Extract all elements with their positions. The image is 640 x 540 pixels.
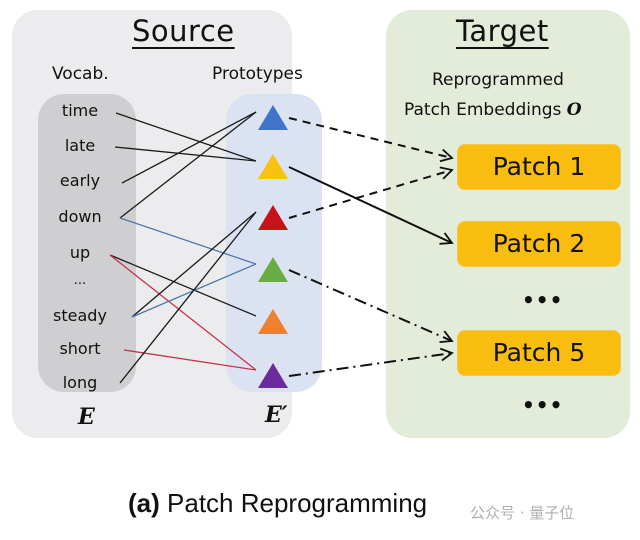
vocab-prototype-link	[109, 254, 257, 371]
patch-ellipsis: •••	[522, 393, 564, 417]
vocab-word: steady	[53, 306, 107, 325]
vocab-prototype-link	[115, 112, 257, 162]
vocab-prototype-link	[121, 111, 257, 184]
prototype-patch-arrow	[288, 269, 454, 344]
vocab-word: late	[64, 136, 96, 155]
vocab-prototype-link	[119, 217, 257, 265]
watermark: 公众号 · 量子位	[470, 504, 575, 522]
patch-ellipsis: •••	[522, 288, 564, 312]
prototype-triangle-purple	[258, 363, 288, 388]
vocab-prototype-link	[123, 349, 257, 371]
vocab-prototype-link	[109, 254, 257, 317]
vocab-prototype-link	[114, 146, 257, 162]
patch-box: Patch 1	[458, 145, 620, 189]
vocab-box	[38, 94, 136, 392]
vocab-prototype-link	[119, 111, 257, 219]
prototype-triangle-orange	[258, 309, 288, 334]
target-subtitle-line1: Reprogrammed	[432, 70, 564, 90]
vocab-word: long	[62, 373, 98, 392]
target-title: Target	[456, 14, 549, 48]
prototype-patch-arrow	[288, 166, 454, 245]
target-subtitle-symbol: O	[566, 100, 582, 120]
prototype-triangle-green	[258, 257, 288, 282]
prototype-patch-arrow	[288, 166, 454, 219]
prototypes-box	[226, 94, 322, 392]
vocab-prototype-link	[131, 211, 257, 318]
target-subtitle-text: Patch Embeddings	[404, 100, 562, 120]
target-subtitle-line2: Patch Embeddings O	[404, 100, 582, 120]
vocab-word: down	[58, 207, 102, 226]
vocab-ellipsis: ...	[73, 273, 87, 288]
source-title: Source	[132, 14, 235, 48]
prototypes-symbol: E′	[265, 402, 288, 428]
prototype-triangle-blue	[258, 105, 288, 130]
prototypes-heading: Prototypes	[212, 64, 303, 84]
patch-box: Patch 2	[458, 222, 620, 266]
caption-prefix: (a)	[128, 488, 160, 518]
prototype-triangle-red	[258, 205, 288, 230]
prototype-patch-arrow	[288, 347, 454, 377]
vocab-heading: Vocab.	[52, 64, 109, 84]
vocab-word: time	[61, 101, 99, 120]
vocab-word: short	[59, 339, 101, 358]
figure-caption: (a) Patch Reprogramming	[128, 488, 427, 519]
vocab-word: up	[69, 243, 91, 262]
caption-text: Patch Reprogramming	[167, 488, 428, 518]
vocab-symbol: E	[78, 404, 95, 430]
vocab-word: early	[59, 171, 101, 190]
prototype-patch-arrow	[288, 117, 454, 163]
vocab-prototype-link	[119, 211, 257, 384]
prototype-triangle-yellow	[258, 154, 288, 179]
patch-box: Patch 5	[458, 331, 620, 375]
